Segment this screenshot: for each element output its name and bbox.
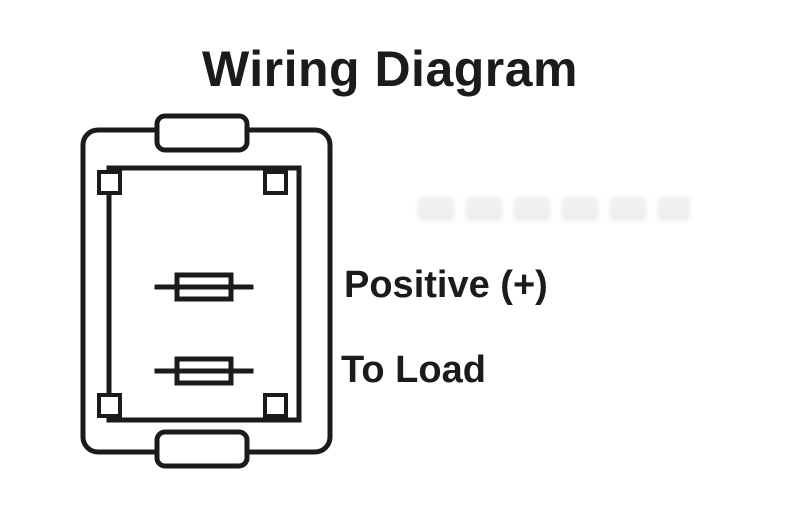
load-terminal [154,356,254,386]
page-title: Wiring Diagram [201,41,579,97]
faint-watermark [418,197,690,221]
corner-clip-top-left [97,170,122,195]
load-label: To Load [341,349,486,391]
positive-label: Positive (+) [344,264,548,306]
corner-clip-top-right [263,170,288,195]
switch-bottom-tab [154,429,250,469]
switch-top-tab [154,113,250,153]
positive-terminal [154,272,254,302]
corner-clip-bottom-left [97,393,122,418]
corner-clip-bottom-right [263,393,288,418]
switch-inner-panel [106,165,302,423]
